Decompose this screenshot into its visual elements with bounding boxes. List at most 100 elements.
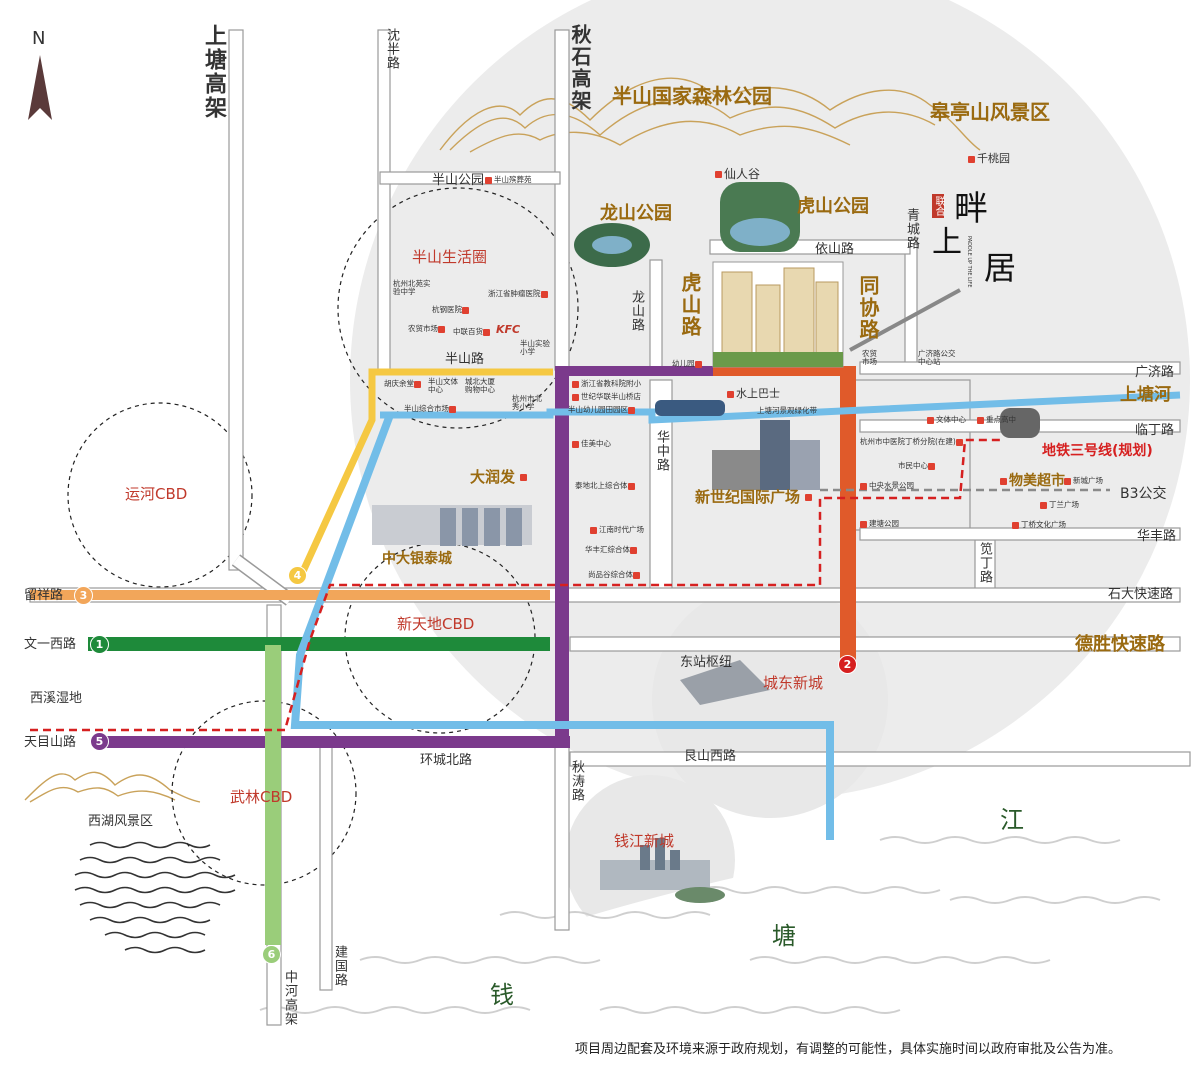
qiantang-waves [259, 836, 1161, 1014]
poi-jiangfu: 江南时代广场 [590, 526, 644, 534]
qianjiang-pic [600, 838, 725, 903]
poi-chonggao: 重点高中 [977, 416, 1016, 424]
new-century-pic [712, 420, 820, 490]
compass-arrow [28, 55, 52, 120]
brand-shang: 上 [932, 225, 962, 260]
qiushi-viaduct-label: 秋石高架 [568, 24, 592, 112]
poi-century-hs: 世纪华联半山桥店 [572, 393, 641, 401]
poi-banshan-pool: 半山殡葬苑 [485, 176, 532, 184]
qianjiang-label: 钱江新城 [614, 832, 675, 850]
poi-dinglan: 丁兰广场 [1040, 501, 1079, 509]
wenyi-west-road-label: 文一西路 [24, 637, 77, 652]
poi-water-park: 中央水景公园 [860, 482, 914, 490]
qiutao-road-label: 秋涛路 [569, 760, 584, 802]
banshan-life-circle [337, 187, 579, 429]
genshan-west-road-label: 艮山西路 [684, 749, 737, 764]
qiantao-label: 千桃园 [968, 153, 1010, 164]
metro-line-6 [265, 645, 281, 945]
poi-beiyuan: 杭州北苑实验中学 [393, 279, 431, 296]
intime-pic [372, 505, 532, 546]
metro-line-5 [100, 736, 570, 748]
poi-taiyuan: 泰地北上综合体 [575, 482, 637, 490]
wumart-label: 物美超市 [1000, 474, 1065, 488]
brand-logo: 联合 畔 上 居 PADDLE UP THE LIFE [928, 190, 1028, 300]
disclaimer: 项目周边配套及环境来源于政府规划，有调整的可能性，具体实施时间以政府审批及公告为… [575, 1042, 1122, 1057]
shangtang-viaduct-label: 上塘高架 [201, 24, 226, 120]
dongzhan-pic [680, 660, 770, 705]
metro-4-badge: 4 [288, 566, 307, 585]
xintiandi-cbd-label: 新天地CBD [397, 615, 475, 633]
zhonghe-viaduct-label: 中河高架 [282, 970, 297, 1026]
poi-chengbei: 城北大厦购物中心 [465, 377, 495, 394]
linding-road-label: 临丁路 [1135, 423, 1175, 438]
poi-guangji-bus: 广济路公交中心站 [918, 349, 956, 366]
intime-label: 中大银泰城 [382, 551, 452, 567]
banshan-life-label: 半山生活圈 [412, 248, 488, 266]
metro-line-2 [840, 370, 856, 660]
forest-park-label: 半山国家森林公园 [612, 84, 772, 108]
brand-pan: 畔 [954, 189, 988, 229]
gaoting-label: 皋亭山风景区 [930, 100, 1050, 124]
huafeng-road-label: 华丰路 [1137, 529, 1177, 544]
poi-zhonglian: 中联百货 [453, 328, 492, 336]
desheng-expressway-label: 德胜快速路 [1075, 634, 1165, 655]
metro-line-1 [88, 637, 550, 651]
shida-expressway-label: 石大快速路 [1108, 587, 1174, 602]
yunhe-cbd-label: 运河CBD [125, 485, 188, 503]
poi-tumor: 浙江省肿瘤医院 [488, 290, 550, 298]
west-lake-waves [74, 841, 236, 954]
guangji-road-label: 广济路 [1135, 365, 1175, 380]
metro-line-4 [296, 368, 553, 580]
yishan-road-label: 依山路 [815, 242, 855, 257]
longshan-park-label: 龙山公园 [600, 203, 672, 224]
tongxie-road-label: 同协路 [856, 275, 880, 341]
road-outlines [29, 29, 1191, 1026]
poi-nongmao2: 农贸市场 [862, 349, 877, 366]
wulin-cbd-label: 武林CBD [230, 788, 293, 806]
poi-culture: 半山文体中心 [428, 377, 458, 394]
river-qian-label: 钱 [490, 981, 514, 1009]
poi-riverbelt: 上塘河景观绿化带 [757, 406, 817, 415]
xianding-road-label: 笕丁路 [977, 542, 992, 584]
poi-huqing: 胡庆余堂 [384, 380, 423, 388]
poi-market: 农贸市场 [408, 325, 447, 333]
compass-label: N [32, 28, 46, 49]
brand-lianhe: 联合 [932, 194, 944, 218]
dongzhan-label: 东站枢纽 [680, 655, 733, 670]
brand-slogan: PADDLE UP THE LIFE [966, 236, 972, 288]
west-lake-label: 西湖风景区 [88, 814, 154, 829]
metro-line-3 [30, 590, 550, 600]
shenban-road-label: 沈半路 [384, 28, 399, 70]
banshan-road-label: 半山路 [445, 352, 485, 367]
poi-dingqiao-cult: 丁桥文化广场 [1012, 521, 1066, 529]
poi-shangpin: 尚品谷综合体 [588, 571, 642, 579]
metro-6-badge: 6 [262, 945, 281, 964]
tianmushan-road-label: 天目山路 [24, 735, 77, 750]
poi-banshan-school: 半山实验小学 [520, 339, 550, 356]
poi-tcm: 杭州市中医院丁桥分院(在建) [860, 438, 965, 446]
river-canal [290, 413, 834, 840]
jianguo-road-label: 建国路 [332, 945, 347, 987]
huancheng-north-road-label: 环城北路 [420, 753, 473, 768]
metro-3-badge: 3 [74, 586, 93, 605]
poi-banshan-mkt: 半山综合市场 [404, 405, 458, 413]
poi-kinder: 半山幼儿园田园区 [568, 406, 637, 414]
poi-jiamei: 佳美中心 [572, 440, 611, 448]
xixi-label: 西溪湿地 [30, 691, 83, 706]
mountains-north [439, 77, 981, 153]
poi-xinchengguang: 新城广场 [1064, 477, 1103, 485]
b3-bus-label: B3公交 [1120, 486, 1167, 502]
xianrengu-label: 仙人谷 [715, 168, 760, 180]
brand-ju: 居 [984, 249, 1017, 287]
poi-citizen: 市民中心 [898, 462, 937, 470]
shangtang-river-label: 上塘河 [1120, 385, 1171, 405]
poi-beixiu: 杭州市北秀小学 [512, 394, 542, 411]
metro-line-5-north [555, 366, 569, 748]
metro-2-badge: 2 [838, 655, 857, 674]
wulin-cbd-circle [171, 700, 357, 886]
metro-5-badge: 5 [90, 732, 109, 751]
river-jiang-label: 江 [1000, 806, 1024, 834]
new-century-label: 新世纪国际广场 [695, 490, 814, 505]
river-tang-label: 塘 [772, 922, 796, 950]
